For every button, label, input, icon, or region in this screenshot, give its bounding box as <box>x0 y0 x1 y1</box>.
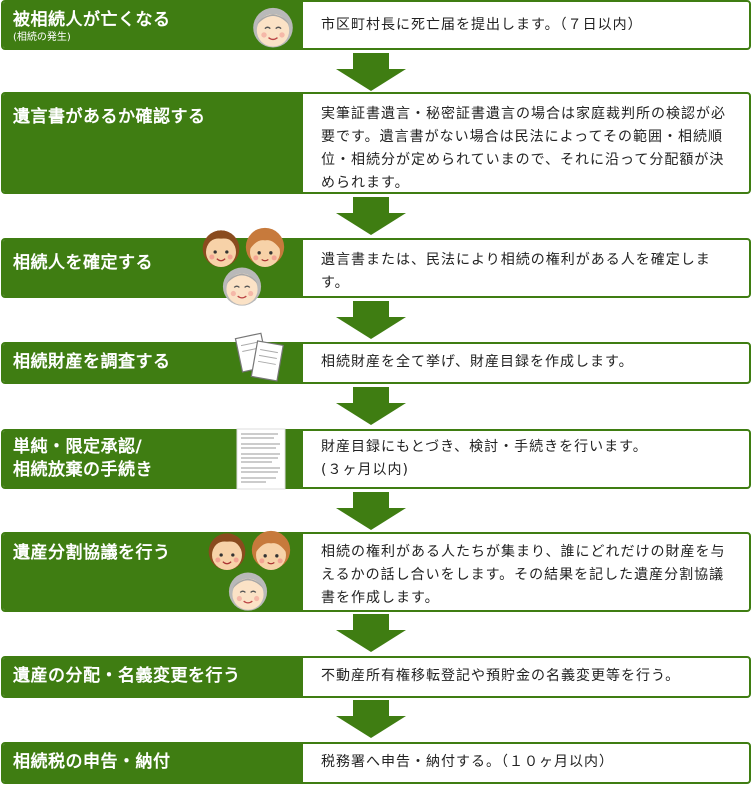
family-icon <box>202 525 302 615</box>
step-2-box: 遺言書があるか確認する 実筆証書遺言・秘密証書遺言の場合は家庭裁判所の検認が必要… <box>1 92 751 194</box>
step-5-title-line-1: 単純・限定承認/ <box>13 437 143 457</box>
step-2-title: 遺言書があるか確認する <box>3 94 303 192</box>
step-8-description: 税務署へ申告・納付する。（１０ヶ月以内） <box>321 754 614 770</box>
family-icon <box>196 222 296 310</box>
step-5-description-line-2: (３ヶ月以内) <box>321 462 409 478</box>
step-4-description: 相続財産を全て挙げ、財産目録を作成します。 <box>321 354 634 370</box>
step-5-box: 単純・限定承認/ 相続放棄の手続き 財産目録にもとづき、検討・手続きを行います。… <box>1 429 751 489</box>
step-7-box: 遺産の分配・名義変更を行う 不動産所有権移転登記や預貯金の名義変更等を行う。 <box>1 656 751 698</box>
step-3-description: 遺言書または、民法により相続の権利がある人を確定します。 <box>321 252 711 291</box>
step-6-description: 相続の権利がある人たちが集まり、誰にどれだけの財産を与えるかの話し合いをします。… <box>321 544 726 606</box>
step-5-description: 財産目録にもとづき、検討・手続きを行います。 (３ヶ月以内) <box>321 436 737 482</box>
step-1-description: 市区町村長に死亡届を提出します。（７日以内） <box>321 17 643 33</box>
form-document-icon <box>236 428 286 490</box>
down-arrow-icon <box>336 197 406 235</box>
step-5-title-line-2: 相続放棄の手続き <box>13 460 153 480</box>
step-1-title-cell: 被相続人が亡くなる (相続の発生) <box>3 2 303 48</box>
step-1-title: 被相続人が亡くなる <box>13 10 171 30</box>
step-7-title: 遺産の分配・名義変更を行う <box>3 658 303 696</box>
down-arrow-icon <box>336 700 406 738</box>
down-arrow-icon <box>336 614 406 652</box>
step-7-description: 不動産所有権移転登記や預貯金の名義変更等を行う。 <box>321 668 681 684</box>
step-1-box: 被相続人が亡くなる (相続の発生) 市区町村長に死亡届を提出します。（７日以内） <box>1 0 751 50</box>
step-2-description: 実筆証書遺言・秘密証書遺言の場合は家庭裁判所の検認が必要です。遺言書がない場合は… <box>321 106 726 191</box>
down-arrow-icon <box>336 492 406 530</box>
step-4-box: 相続財産を調査する 相続財産を全て挙げ、財産目録を作成します。 <box>1 342 751 384</box>
step-8-title: 相続税の申告・納付 <box>3 744 303 782</box>
documents-icon <box>234 332 284 382</box>
step-6-box: 遺産分割協議を行う 相続の権利がある人たちが集まり、誰にどれだけの財産を与えるか… <box>1 532 751 612</box>
step-3-box: 相続人を確定する 遺言書または、民法により相続の権利がある人を確定します。 <box>1 238 751 298</box>
step-5-description-line-1: 財産目録にもとづき、検討・手続きを行います。 <box>321 439 648 455</box>
elderly-person-icon <box>244 0 302 52</box>
down-arrow-icon <box>336 301 406 339</box>
down-arrow-icon <box>336 387 406 425</box>
step-1-subtitle: (相続の発生) <box>13 32 71 43</box>
down-arrow-icon <box>336 53 406 91</box>
step-8-box: 相続税の申告・納付 税務署へ申告・納付する。（１０ヶ月以内） <box>1 742 751 784</box>
